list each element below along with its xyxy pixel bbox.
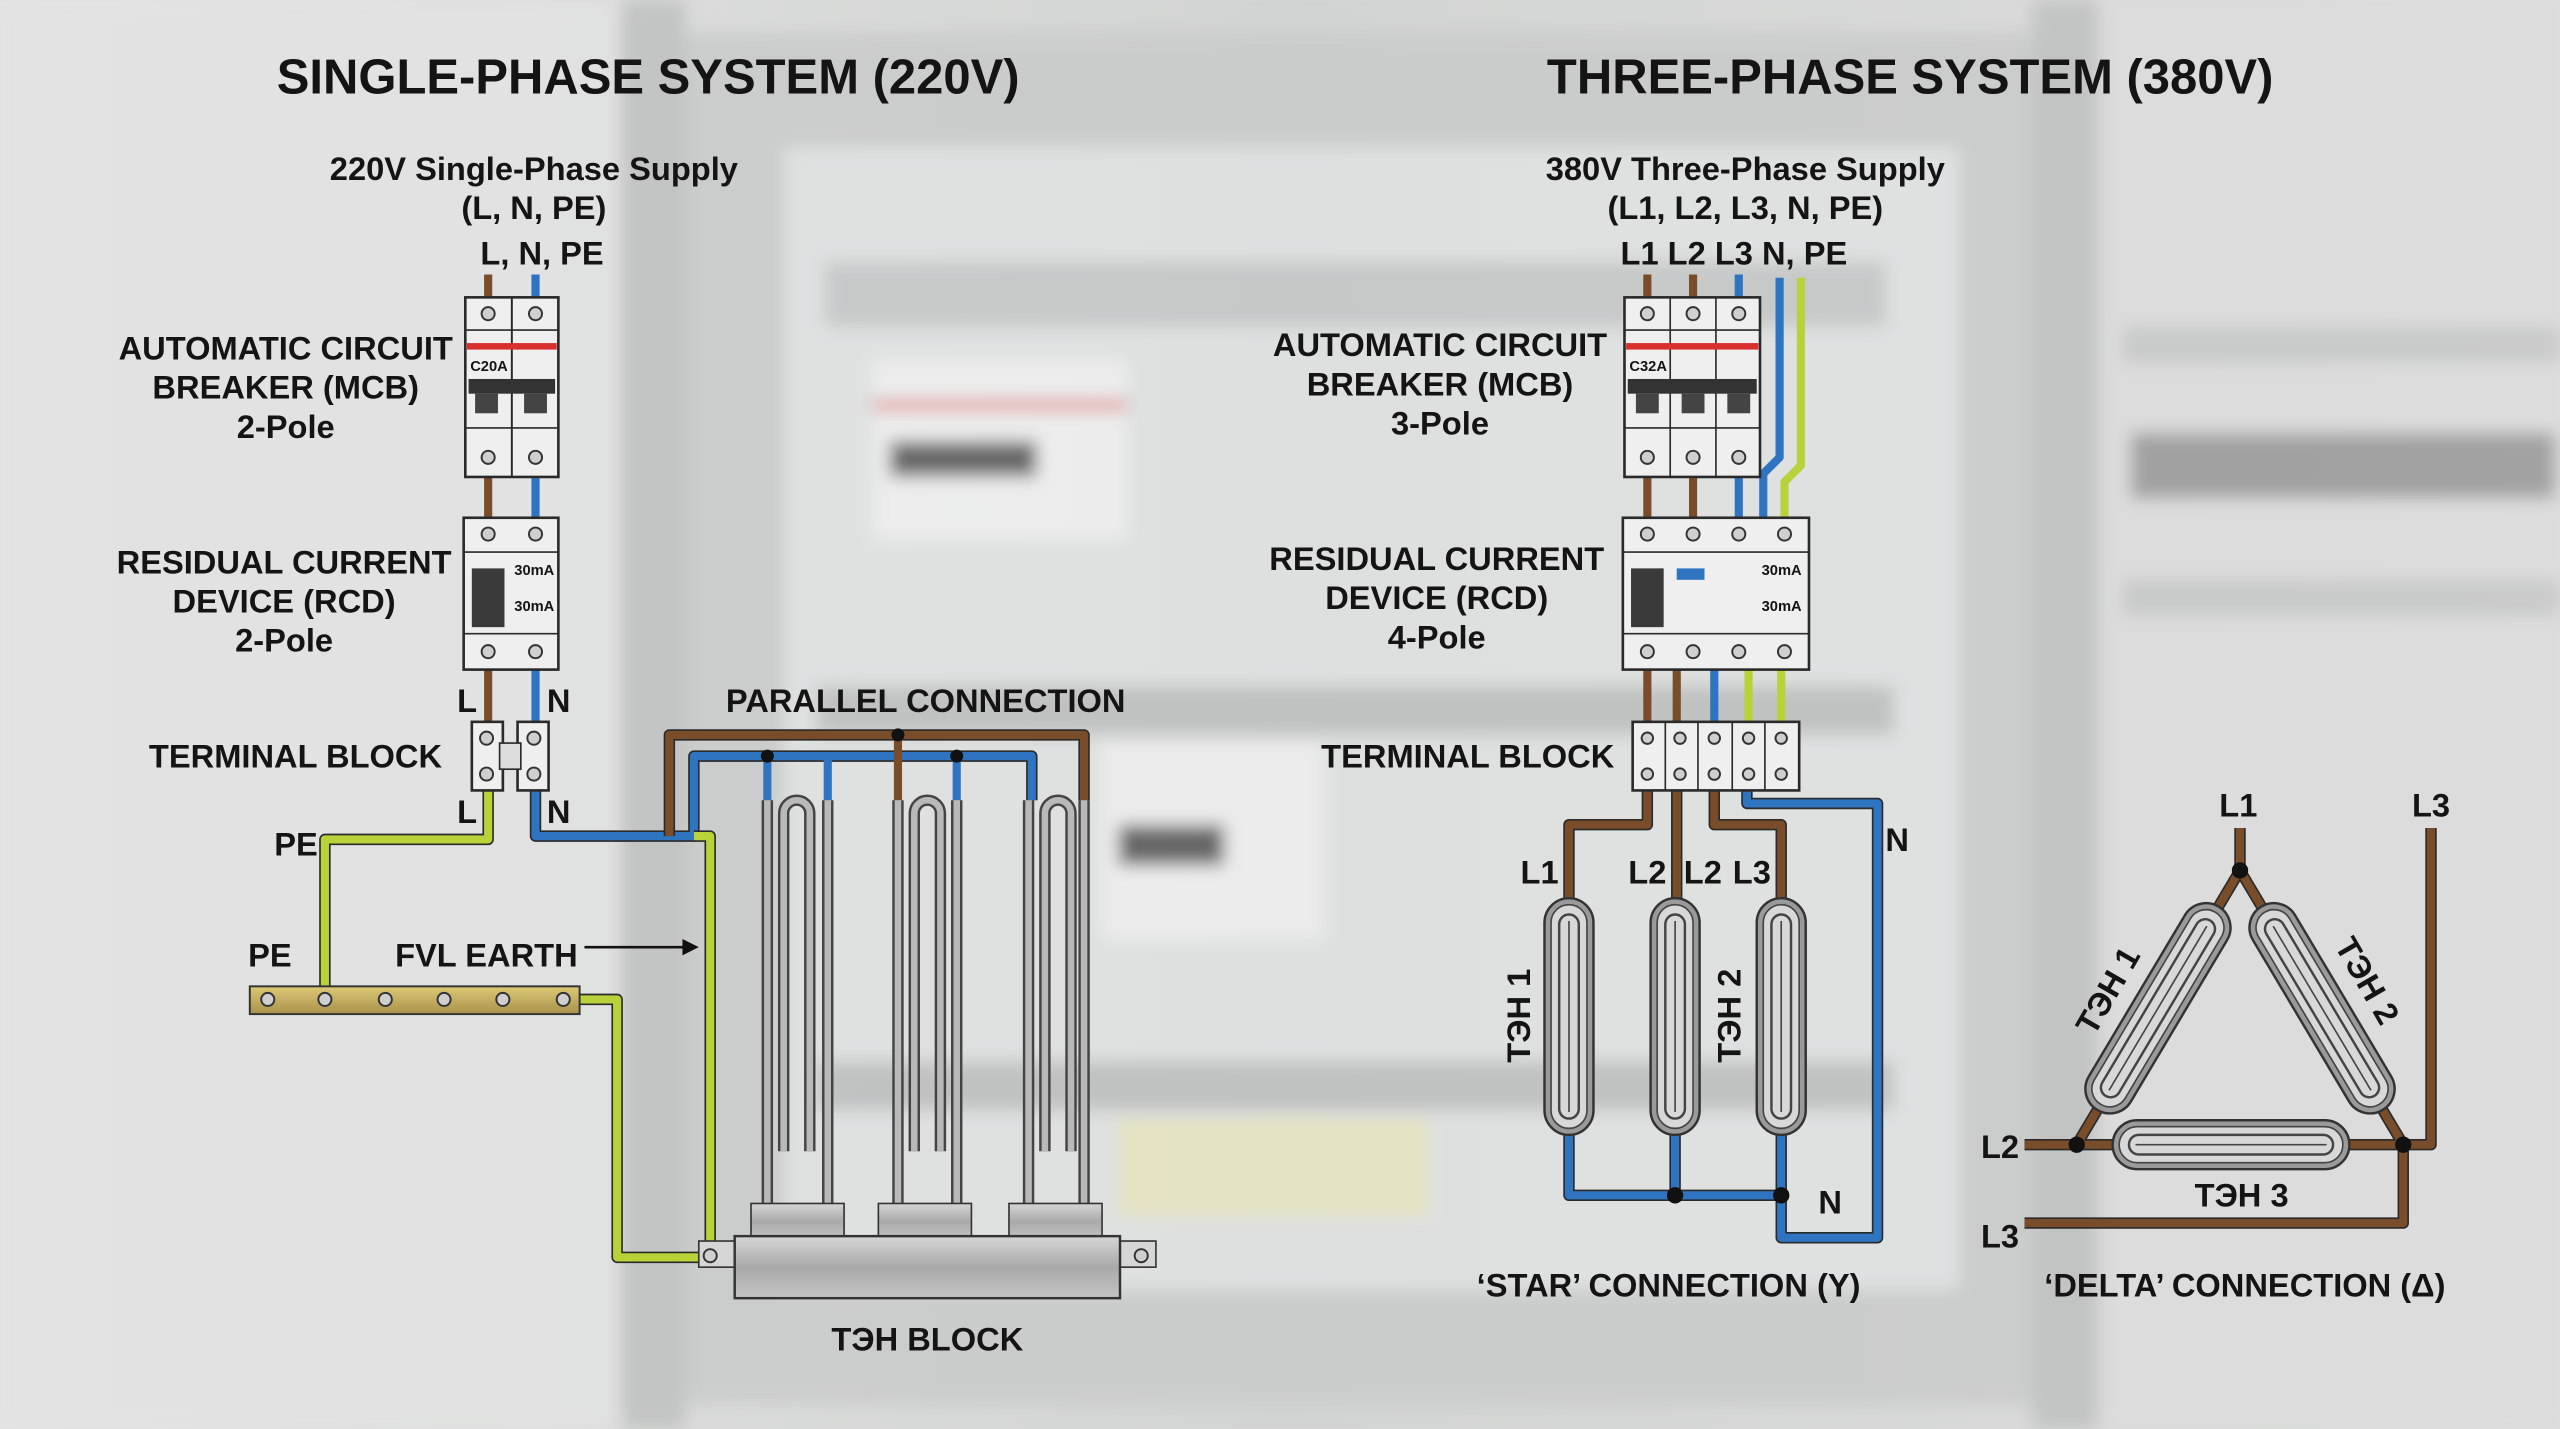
star-heater-1 <box>1543 896 1595 1137</box>
rcd-label-line1: RESIDUAL CURRENT <box>117 543 452 580</box>
three-supply-line1: 380V Three-Phase Supply <box>1546 150 1945 187</box>
mcb-label-line3: 2-Pole <box>237 408 335 445</box>
single-phase-wiring <box>319 274 1090 1264</box>
parallel-connection-label: PARALLEL CONNECTION <box>726 682 1126 719</box>
star-label-n-bottom: N <box>1818 1183 1842 1220</box>
star-heater-2 <box>1649 896 1701 1137</box>
three-supply-line2: (L1, L2, L3, N, PE) <box>1607 189 1883 226</box>
label-pe-bar: PE <box>248 937 292 974</box>
delta-label-l3-top: L3 <box>2412 787 2450 824</box>
arrow-icon <box>584 938 699 956</box>
delta-heater-3 <box>2111 1118 2351 1171</box>
mcb-3-rating: C32A <box>1629 359 1667 375</box>
star-heaters <box>1543 896 1807 1137</box>
rcd-4-rating-1: 30mA <box>1762 563 1802 579</box>
star-heater-2-label: ТЭН 2 <box>1710 969 1747 1063</box>
terminal-block-5-way <box>1631 720 1801 792</box>
rcd-4-label-line3: 4-Pole <box>1388 618 1486 655</box>
star-label-l1: L1 <box>1521 853 1559 890</box>
star-caption: ‘STAR’ CONNECTION (Y) <box>1477 1267 1861 1304</box>
rcd-4-pole: 30mA 30mA <box>1621 516 1811 671</box>
mcb-3-label-line2: BREAKER (MCB) <box>1307 365 1574 402</box>
label-l-top: L <box>457 682 477 719</box>
star-label-n-top: N <box>1885 821 1909 858</box>
star-label-l3: L3 <box>1733 853 1771 890</box>
star-label-l2b: L2 <box>1684 853 1722 890</box>
terminal-block-3-label: TERMINAL BLOCK <box>1321 738 1615 775</box>
label-n-top: N <box>547 682 571 719</box>
terminal-block-2-way <box>470 720 550 792</box>
delta-label-l3-bottom: L3 <box>1981 1218 2019 1255</box>
heater-block-label: ТЭН BLOCK <box>831 1320 1023 1357</box>
rcd-4-label-line1: RESIDUAL CURRENT <box>1269 540 1604 577</box>
pe-busbar <box>248 985 581 1016</box>
delta-label-l2: L2 <box>1981 1128 2019 1165</box>
mcb-rating: C20A <box>470 359 508 375</box>
mcb-3-pole: C32A <box>1623 296 1762 479</box>
three-supply-line3: L1 L2 L3 N, PE <box>1621 235 1848 272</box>
single-supply-line3: L, N, PE <box>480 235 603 272</box>
star-heater-1-label: ТЭН 1 <box>1500 969 1537 1063</box>
rcd-2-pole: 30mA 30mA <box>462 516 560 671</box>
rcd-4-rating-2: 30mA <box>1762 599 1802 615</box>
star-label-l2a: L2 <box>1628 853 1666 890</box>
mcb-3-label-line3: 3-Pole <box>1391 405 1489 442</box>
mcb-3-label-line1: AUTOMATIC CIRCUIT <box>1273 326 1607 363</box>
single-phase-title: SINGLE-PHASE SYSTEM (220V) <box>277 50 1020 104</box>
rcd-rating-2: 30mA <box>514 599 554 615</box>
delta-heater-3-label: ТЭН 3 <box>2195 1177 2289 1214</box>
single-supply-line2: (L, N, PE) <box>461 189 606 226</box>
star-heater-3 <box>1755 896 1807 1137</box>
rcd-label-line2: DEVICE (RCD) <box>173 582 396 619</box>
heater-block <box>697 794 1157 1300</box>
label-l-bottom: L <box>457 793 477 830</box>
delta-caption: ‘DELTA’ CONNECTION (Δ) <box>2044 1267 2445 1304</box>
earth-label: FVL EARTH <box>395 937 578 974</box>
terminal-block-label: TERMINAL BLOCK <box>149 738 443 775</box>
three-phase-wiring <box>1563 274 1884 1244</box>
label-n-bottom: N <box>547 793 571 830</box>
label-pe-wire: PE <box>274 826 318 863</box>
rcd-4-label-line2: DEVICE (RCD) <box>1325 579 1548 616</box>
three-phase-title: THREE-PHASE SYSTEM (380V) <box>1547 50 2274 104</box>
mcb-label-line1: AUTOMATIC CIRCUIT <box>119 329 453 366</box>
delta-label-l1: L1 <box>2219 787 2257 824</box>
rcd-rating-1: 30mA <box>514 563 554 579</box>
mcb-label-line2: BREAKER (MCB) <box>152 369 419 406</box>
rcd-label-line3: 2-Pole <box>235 622 333 659</box>
mcb-2-pole: C20A <box>464 296 560 479</box>
single-supply-line1: 220V Single-Phase Supply <box>330 150 738 187</box>
